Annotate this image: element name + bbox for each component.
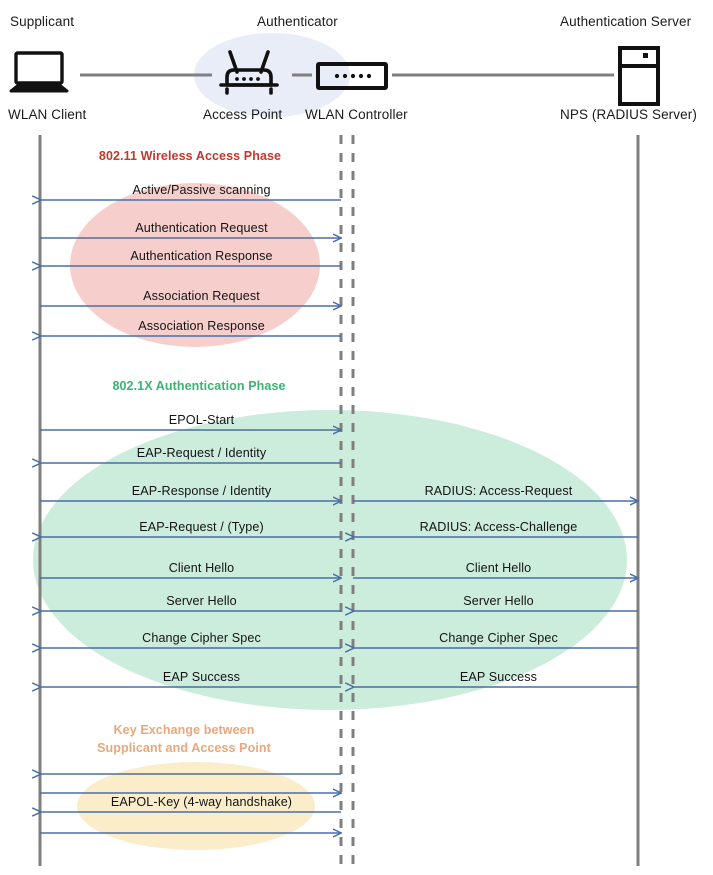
phase-label-wireless-access-phase: 802.11 Wireless Access Phase — [98, 149, 282, 163]
message-label-left-4: Association Response — [138, 319, 265, 333]
server-icon — [618, 46, 660, 106]
message-label-left-7: EAP-Response / Identity — [131, 484, 272, 498]
wlan-controller-icon — [316, 62, 388, 90]
message-label-left-5: EPOL-Start — [168, 413, 235, 427]
message-label-right-2: Client Hello — [465, 561, 532, 575]
message-label-left-15: EAPOL-Key (4-way handshake) — [110, 795, 293, 809]
message-label-right-5: EAP Success — [459, 670, 538, 684]
message-label-right-1: RADIUS: Access-Challenge — [419, 520, 578, 534]
laptop-icon — [9, 51, 69, 93]
phase-region-key-exchange-phase — [77, 762, 315, 850]
node-label-authenticator: Access Point — [203, 107, 283, 122]
role-title-authenticator: Authenticator — [257, 14, 338, 29]
message-label-right-3: Server Hello — [463, 594, 534, 608]
node-label-authentication-server: NPS (RADIUS Server) — [560, 107, 697, 122]
access-point-icon — [219, 50, 279, 95]
message-label-left-9: Client Hello — [168, 561, 235, 575]
phase-region-dot1x-authentication-phase — [33, 410, 627, 710]
message-arrows-left — [40, 200, 341, 833]
message-label-left-10: Server Hello — [166, 594, 237, 608]
message-label-left-6: EAP-Request / Identity — [136, 446, 267, 460]
message-label-left-2: Authentication Response — [130, 249, 273, 263]
message-label-left-1: Authentication Request — [135, 221, 268, 235]
message-label-left-0: Active/Passive scanning — [132, 183, 271, 197]
message-label-left-12: EAP Success — [162, 670, 241, 684]
message-label-right-0: RADIUS: Access-Request — [424, 484, 573, 498]
message-label-left-11: Change Cipher Spec — [142, 631, 261, 645]
role-title-supplicant: Supplicant — [10, 14, 75, 29]
phase-label-dot1x-authentication-phase: 802.1X Authentication Phase — [112, 379, 286, 393]
node-label-supplicant: WLAN Client — [8, 107, 87, 122]
role-title-authentication-server: Authentication Server — [560, 14, 692, 29]
message-label-right-4: Change Cipher Spec — [439, 631, 558, 645]
message-label-left-3: Association Request — [143, 289, 260, 303]
message-arrows-right — [353, 501, 638, 687]
message-label-left-8: EAP-Request / (Type) — [139, 520, 264, 534]
node-label-wlan-controller: WLAN Controller — [305, 107, 408, 122]
